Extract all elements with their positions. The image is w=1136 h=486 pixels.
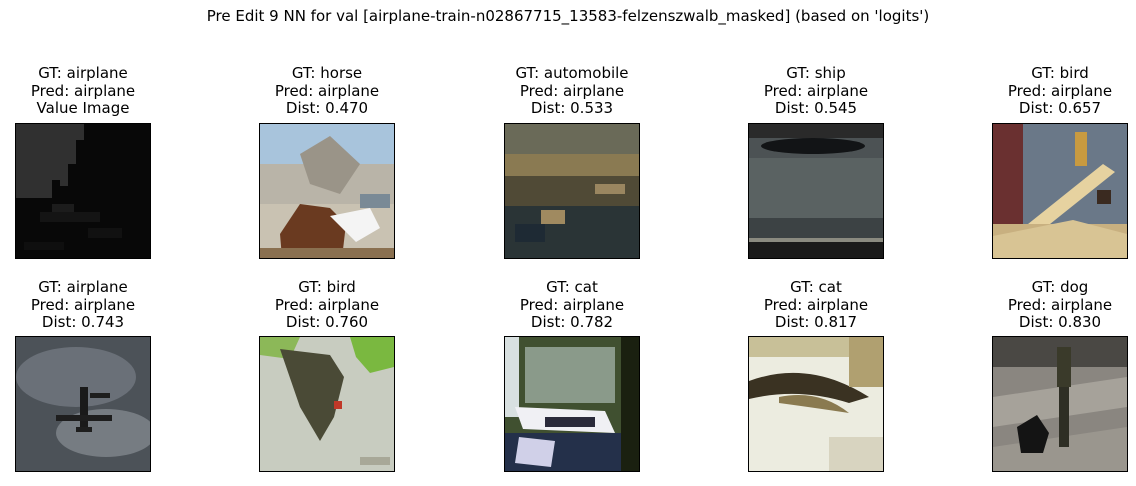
panel-caption: GT: ship Pred: airplane Dist: 0.545 [718,64,914,118]
panel-caption: GT: horse Pred: airplane Dist: 0.470 [229,64,425,118]
gt-label: GT: bird [1031,64,1089,82]
horse-thumbnail [259,123,395,259]
gt-label: GT: cat [790,278,842,296]
gt-label: GT: cat [546,278,598,296]
gt-label: GT: horse [291,64,363,82]
dist-label: Dist: 0.533 [530,99,614,117]
dist-label: Dist: 0.743 [41,313,125,331]
gt-label: GT: ship [786,64,846,82]
dist-label: Dist: 0.782 [530,313,614,331]
cat-thumbnail [504,336,640,472]
dist-label: Dist: 0.657 [1018,99,1102,117]
pred-label: Pred: airplane [519,81,625,100]
bird-thumbnail [992,123,1128,259]
panel-caption: GT: cat Pred: airplane Dist: 0.817 [718,278,914,332]
pred-label: Pred: airplane [274,81,380,100]
dog-thumbnail [992,336,1128,472]
pred-label: Pred: airplane [274,295,380,314]
dist-label: Dist: 0.760 [285,313,369,331]
panel-caption: GT: dog Pred: airplane Dist: 0.830 [962,278,1136,332]
gt-label: GT: airplane [38,278,128,296]
gt-label: GT: airplane [38,64,128,82]
panel-caption: GT: automobile Pred: airplane Dist: 0.53… [474,64,670,118]
masked-airplane-thumbnail [15,123,151,259]
pred-label: Pred: airplane [763,81,869,100]
airplane-thumbnail [15,336,151,472]
panel-caption: GT: bird Pred: airplane Dist: 0.657 [962,64,1136,118]
dist-label: Dist: 0.830 [1018,313,1102,331]
pred-label: Pred: airplane [763,295,869,314]
gt-label: GT: automobile [515,64,629,82]
pred-label: Pred: airplane [1007,295,1113,314]
value-image-label: Value Image [36,99,130,117]
dist-label: Dist: 0.817 [774,313,858,331]
dist-label: Dist: 0.470 [285,99,369,117]
ship-thumbnail [748,123,884,259]
dist-label: Dist: 0.545 [774,99,858,117]
pred-label: Pred: airplane [30,81,136,100]
automobile-thumbnail [504,123,640,259]
panel-caption: GT: airplane Pred: airplane Dist: 0.743 [0,278,181,332]
bird-thumbnail [259,336,395,472]
pred-label: Pred: airplane [30,295,136,314]
figure-title: Pre Edit 9 NN for val [airplane-train-n0… [206,7,930,25]
cat-thumbnail [748,336,884,472]
gt-label: GT: dog [1031,278,1089,296]
panel-caption: GT: airplane Pred: airplane Value Image [0,64,181,118]
pred-label: Pred: airplane [1007,81,1113,100]
panel-caption: GT: cat Pred: airplane Dist: 0.782 [474,278,670,332]
pred-label: Pred: airplane [519,295,625,314]
gt-label: GT: bird [298,278,356,296]
panel-caption: GT: bird Pred: airplane Dist: 0.760 [229,278,425,332]
